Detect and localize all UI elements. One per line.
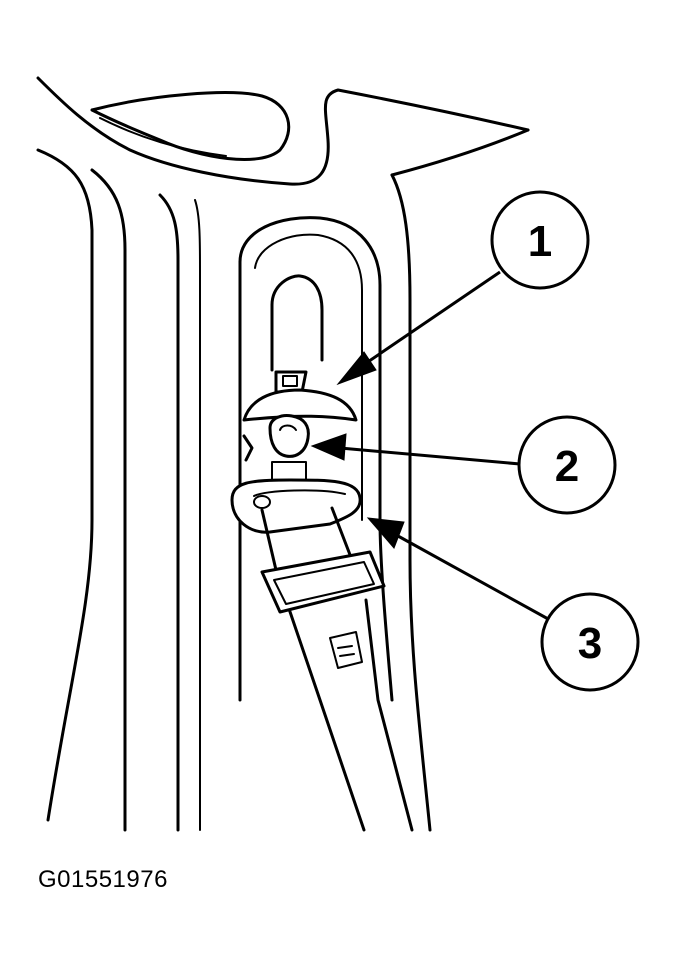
anchor-cover xyxy=(242,370,358,422)
anchor-bolt xyxy=(242,414,310,481)
callout-1-number: 1 xyxy=(528,217,552,266)
callout-3-number: 3 xyxy=(578,619,602,668)
belt-webbing xyxy=(260,506,414,832)
anchor-recess xyxy=(238,216,394,702)
leader-3 xyxy=(366,517,551,622)
belt-d-ring xyxy=(230,478,362,534)
callout-3: 3 xyxy=(540,592,640,692)
callout-1: 1 xyxy=(490,190,590,290)
callout-2-number: 2 xyxy=(555,442,579,491)
belt-stop xyxy=(260,550,386,614)
leader-2 xyxy=(310,433,521,466)
belt-label-tag xyxy=(329,631,363,669)
figure-id-label: G01551976 xyxy=(38,866,168,893)
headliner-trim xyxy=(36,76,530,186)
leader-1 xyxy=(336,270,501,386)
pillar-trim xyxy=(36,148,432,832)
callout-2: 2 xyxy=(517,415,617,515)
